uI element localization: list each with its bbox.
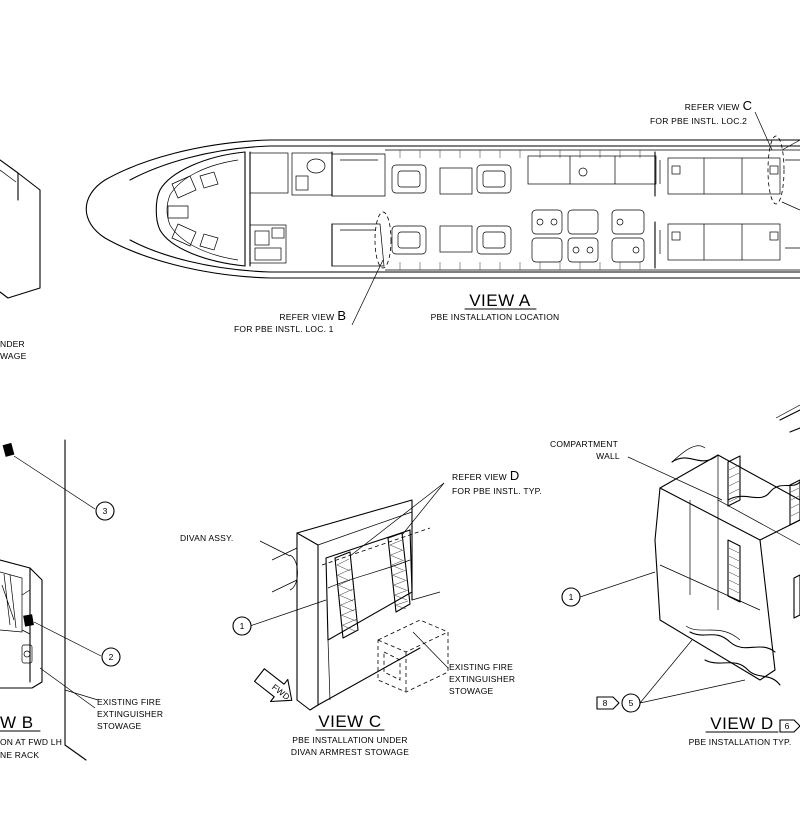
refer-view-b-prefix: REFER VIEW	[279, 312, 334, 322]
partial-stowage-view-top-left	[0, 159, 41, 299]
note-flag-8	[596, 696, 620, 710]
view-b-existing-line2: EXTINGUISHER	[97, 709, 163, 719]
bubble-1-view-c-label: 1	[240, 621, 245, 631]
aircraft-fuselage-plan	[85, 135, 800, 279]
view-c-existing-line2: EXTINGUISHER	[449, 674, 515, 684]
leader-view-b	[351, 259, 384, 326]
bubble-2-label: 2	[109, 652, 114, 662]
bubble-1-view-d-label: 1	[569, 592, 574, 602]
leader-bubble-5-b	[639, 679, 746, 704]
bubble-3-label: 3	[103, 506, 108, 516]
divan-assy-label: DIVAN ASSY.	[180, 533, 233, 543]
leader-bubble-2	[33, 621, 102, 657]
view-d-pbe-unit-drawing	[654, 404, 800, 686]
bubble-2	[101, 647, 121, 667]
refer-view-c-note: FOR PBE INSTL. LOC.2	[650, 116, 747, 126]
leader-view-d-1	[349, 482, 445, 557]
bubble-1-view-c	[232, 616, 252, 636]
bubble-1-view-d	[561, 587, 581, 607]
view-b-existing-line3: STOWAGE	[97, 721, 142, 731]
view-c-divan-drawing	[253, 499, 449, 711]
view-a-title: VIEW A	[469, 291, 531, 310]
bubble-5	[621, 693, 641, 713]
view-a-subtitle: PBE INSTALLATION LOCATION	[431, 312, 560, 322]
view-c-title: VIEW C	[318, 712, 381, 731]
compartment-wall-line2: WALL	[596, 451, 620, 461]
leader-compartment-wall	[627, 456, 723, 501]
note-flag-8-label: 8	[603, 698, 608, 708]
view-b-subtitle-line1: ON AT FWD LH	[0, 737, 62, 747]
bubble-3	[95, 501, 115, 521]
top-left-note-line2: WAGE	[0, 351, 27, 361]
leader-existing-c	[412, 631, 449, 669]
leader-divan	[259, 540, 291, 557]
refer-view-d-letter: D	[510, 468, 519, 483]
top-left-note-line1: NDER	[0, 339, 25, 349]
view-c-existing-line3: STOWAGE	[449, 686, 494, 696]
view-c-subtitle-line1: PBE INSTALLATION UNDER	[292, 735, 408, 745]
view-d-subtitle: PBE INSTALLATION TYP.	[689, 737, 792, 747]
view-b-existing-line1: EXISTING FIRE	[97, 697, 161, 707]
refer-view-b-note: FOR PBE INSTL. LOC. 1	[234, 324, 334, 334]
leader-view-c	[754, 111, 773, 151]
refer-view-d-prefix: REFER VIEW	[452, 472, 507, 482]
leader-bubble-1-d	[579, 571, 656, 598]
leader-view-d-2	[401, 482, 445, 536]
view-c-subtitle-line2: DIVAN ARMREST STOWAGE	[291, 747, 409, 757]
leader-bubble-1-c	[249, 599, 327, 627]
refer-view-c-prefix: REFER VIEW	[685, 102, 740, 112]
leader-bubble-5-a	[639, 639, 693, 704]
view-b-title: W B	[0, 713, 34, 732]
view-c-existing-line1: EXISTING FIRE	[449, 662, 513, 672]
refer-view-d-note: FOR PBE INSTL. TYP.	[452, 486, 542, 496]
compartment-wall-line1: COMPARTMENT	[550, 439, 618, 449]
refer-view-b-letter: B	[337, 308, 346, 323]
leader-bubble-3	[13, 455, 96, 510]
view-d-title: VIEW D	[710, 714, 773, 733]
note-flag-6-label: 6	[785, 721, 790, 731]
view-b-rack-drawing	[0, 439, 99, 761]
refer-view-c-letter: C	[743, 98, 752, 113]
view-b-subtitle-line2: NE RACK	[0, 750, 39, 760]
bubble-5-label: 5	[629, 698, 634, 708]
note-flag-6	[779, 719, 800, 733]
leader-existing-b	[39, 667, 96, 709]
